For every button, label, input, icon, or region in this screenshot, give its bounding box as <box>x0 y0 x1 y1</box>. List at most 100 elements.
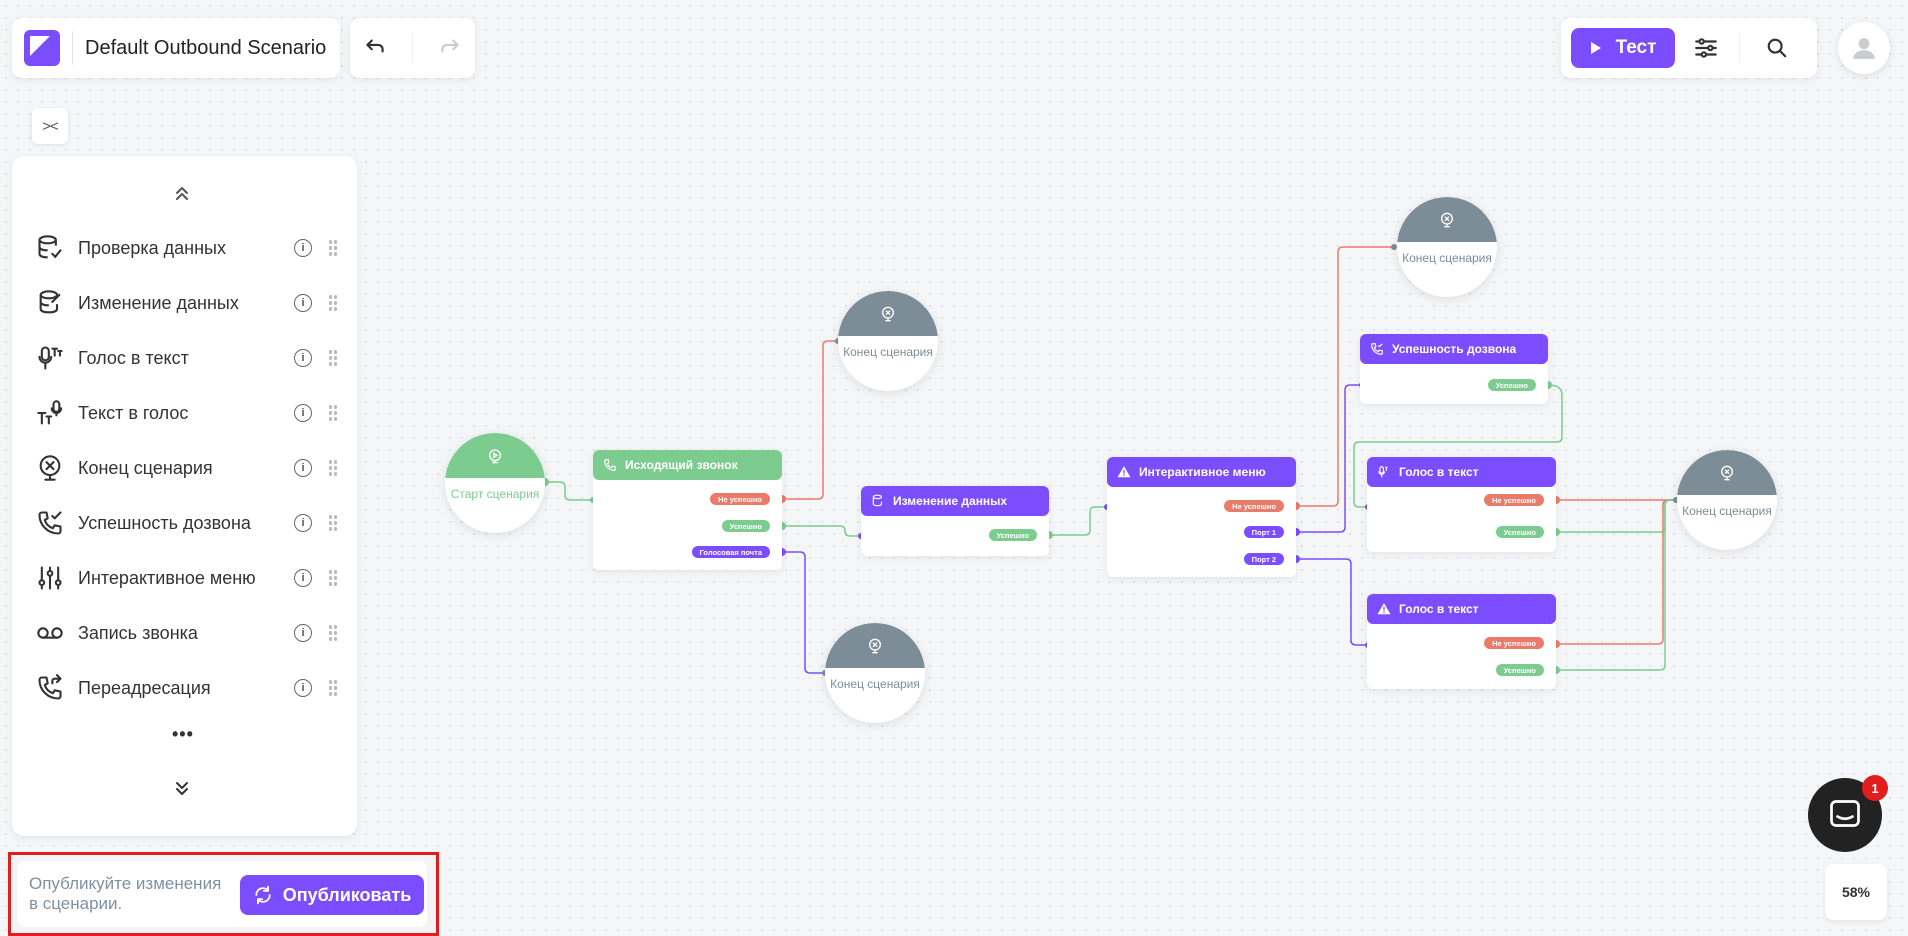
scroll-down-icon[interactable] <box>172 780 192 803</box>
port-1[interactable]: Порт 1 <box>1243 526 1284 538</box>
end-scenario-icon <box>1721 465 1733 480</box>
info-icon[interactable]: i <box>294 624 312 642</box>
port-success[interactable]: Успешно <box>988 529 1037 541</box>
end-node-2[interactable]: Конец сценария <box>1397 197 1497 297</box>
end-scenario-icon <box>1441 212 1453 227</box>
end-scenario-icon <box>32 450 68 486</box>
interactive-menu-icon <box>32 560 68 596</box>
palette-item-data-change[interactable]: Изменение данных i <box>32 281 342 325</box>
port-fail[interactable]: Не успешно <box>710 493 770 505</box>
palette-item-interactive-menu[interactable]: Интерактивное меню i <box>32 556 342 600</box>
edge-call-success-data <box>782 525 861 537</box>
palette-item-end-scenario[interactable]: Конец сценария i <box>32 446 342 490</box>
app-logo-icon[interactable] <box>24 30 60 66</box>
toolbar-divider <box>1739 33 1740 63</box>
user-avatar[interactable] <box>1838 22 1890 74</box>
test-button[interactable]: Тест <box>1571 28 1675 68</box>
play-icon <box>1590 42 1601 54</box>
node-call-success[interactable]: Успешность дозвона Успешно <box>1360 334 1548 404</box>
node-title: Интерактивное меню <box>1139 465 1266 479</box>
edge-stt2-fail-end4 <box>1556 499 1676 645</box>
end-node-label: Конец сценария <box>843 345 933 359</box>
info-icon[interactable]: i <box>294 239 312 257</box>
edge-ivr-port1 <box>1296 384 1362 533</box>
palette-item-voice-to-text[interactable]: Голос в текст i <box>32 336 342 380</box>
drag-handle-icon[interactable] <box>328 239 338 257</box>
info-icon[interactable]: i <box>294 679 312 697</box>
node-data-change[interactable]: Изменение данных Успешно <box>861 486 1049 556</box>
port-success[interactable]: Успешно <box>721 520 770 532</box>
info-icon[interactable]: i <box>294 294 312 312</box>
collapse-panel-button[interactable]: >< <box>32 108 68 144</box>
drag-handle-icon[interactable] <box>328 459 338 477</box>
drag-handle-icon[interactable] <box>328 679 338 697</box>
palette-item-text-to-voice[interactable]: Текст в голос i <box>32 391 342 435</box>
test-button-label: Тест <box>1615 37 1657 58</box>
edge-call-vm-end3 <box>782 551 825 674</box>
node-title: Успешность дозвона <box>1392 342 1517 356</box>
port-success[interactable]: Успешно <box>1495 664 1544 676</box>
node-title: Изменение данных <box>893 494 1008 508</box>
palette-item-label: Переадресация <box>78 677 211 698</box>
call-success-icon <box>1371 343 1383 355</box>
palette-item-call-success[interactable]: Успешность дозвона i <box>32 501 342 545</box>
search-icon[interactable] <box>1766 37 1788 59</box>
drag-handle-icon[interactable] <box>328 294 338 312</box>
port-fail[interactable]: Не успешно <box>1484 494 1544 506</box>
settings-sliders-icon[interactable] <box>1693 35 1719 61</box>
port-success[interactable]: Успешно <box>1487 379 1536 391</box>
port-2[interactable]: Порт 2 <box>1243 553 1284 565</box>
more-items-icon[interactable]: ••• <box>172 724 194 744</box>
end-node-1[interactable]: Конец сценария <box>838 291 938 391</box>
end-node-label: Конец сценария <box>1682 504 1772 518</box>
info-icon[interactable]: i <box>294 514 312 532</box>
node-header: Успешность дозвона <box>1360 334 1548 364</box>
palette-item-label: Текст в голос <box>78 402 189 423</box>
database-check-icon <box>32 230 68 266</box>
node-interactive-menu[interactable]: Интерактивное меню Не успешно Порт 1 Пор… <box>1107 457 1296 577</box>
drag-handle-icon[interactable] <box>328 624 338 642</box>
redo-icon[interactable] <box>437 33 463 64</box>
node-outbound-call[interactable]: Исходящий звонок Не успешно Успешно Голо… <box>593 450 782 570</box>
info-icon[interactable]: i <box>294 404 312 422</box>
info-icon[interactable]: i <box>294 349 312 367</box>
drag-handle-icon[interactable] <box>328 514 338 532</box>
drag-handle-icon[interactable] <box>328 349 338 367</box>
port-fail[interactable]: Не успешно <box>1224 500 1284 512</box>
start-node-label: Старт сценария <box>450 487 540 501</box>
edge-stt1-success-end4 <box>1556 499 1676 533</box>
end-node-4[interactable]: Конец сценария <box>1677 450 1777 550</box>
publish-notice: Опубликуйте изменения в сценарии. Опубли… <box>8 852 439 936</box>
palette-item-call-forward[interactable]: Переадресация i <box>32 666 342 710</box>
scroll-up-icon[interactable] <box>172 184 192 207</box>
end-node-3[interactable]: Конец сценария <box>825 623 925 723</box>
call-success-icon <box>32 505 68 541</box>
refresh-icon <box>255 885 271 905</box>
start-node[interactable]: Старт сценария <box>445 433 545 533</box>
node-palette: Проверка данных i Изменение данных i Гол… <box>12 156 357 836</box>
node-header: Изменение данных <box>861 486 1049 516</box>
scenario-title[interactable]: Default Outbound Scenario <box>85 36 327 59</box>
scenario-title-card: Default Outbound Scenario <box>12 18 340 78</box>
port-voicemail[interactable]: Голосовая почта <box>691 546 770 558</box>
end-scenario-icon <box>882 306 894 321</box>
zoom-level[interactable]: 58% <box>1825 864 1887 920</box>
edge-start-call <box>545 481 593 501</box>
history-divider <box>412 33 413 63</box>
port-success[interactable]: Успешно <box>1495 526 1544 538</box>
palette-item-label: Голос в текст <box>78 347 189 368</box>
chat-notification-badge: 1 <box>1862 775 1888 801</box>
node-voice-to-text-1[interactable]: Голос в текст Не успешно Успешно <box>1367 457 1556 552</box>
undo-icon[interactable] <box>362 33 388 64</box>
drag-handle-icon[interactable] <box>328 569 338 587</box>
info-icon[interactable]: i <box>294 459 312 477</box>
palette-item-call-record[interactable]: Запись звонка i <box>32 611 342 655</box>
port-fail[interactable]: Не успешно <box>1484 637 1544 649</box>
info-icon[interactable]: i <box>294 569 312 587</box>
edge-ivr-port2 <box>1296 558 1368 646</box>
database-edit-icon <box>872 494 883 507</box>
palette-item-data-check[interactable]: Проверка данных i <box>32 226 342 270</box>
node-voice-to-text-2[interactable]: Голос в текст Не успешно Успешно <box>1367 594 1556 689</box>
drag-handle-icon[interactable] <box>328 404 338 422</box>
publish-button[interactable]: Опубликовать <box>240 875 424 915</box>
